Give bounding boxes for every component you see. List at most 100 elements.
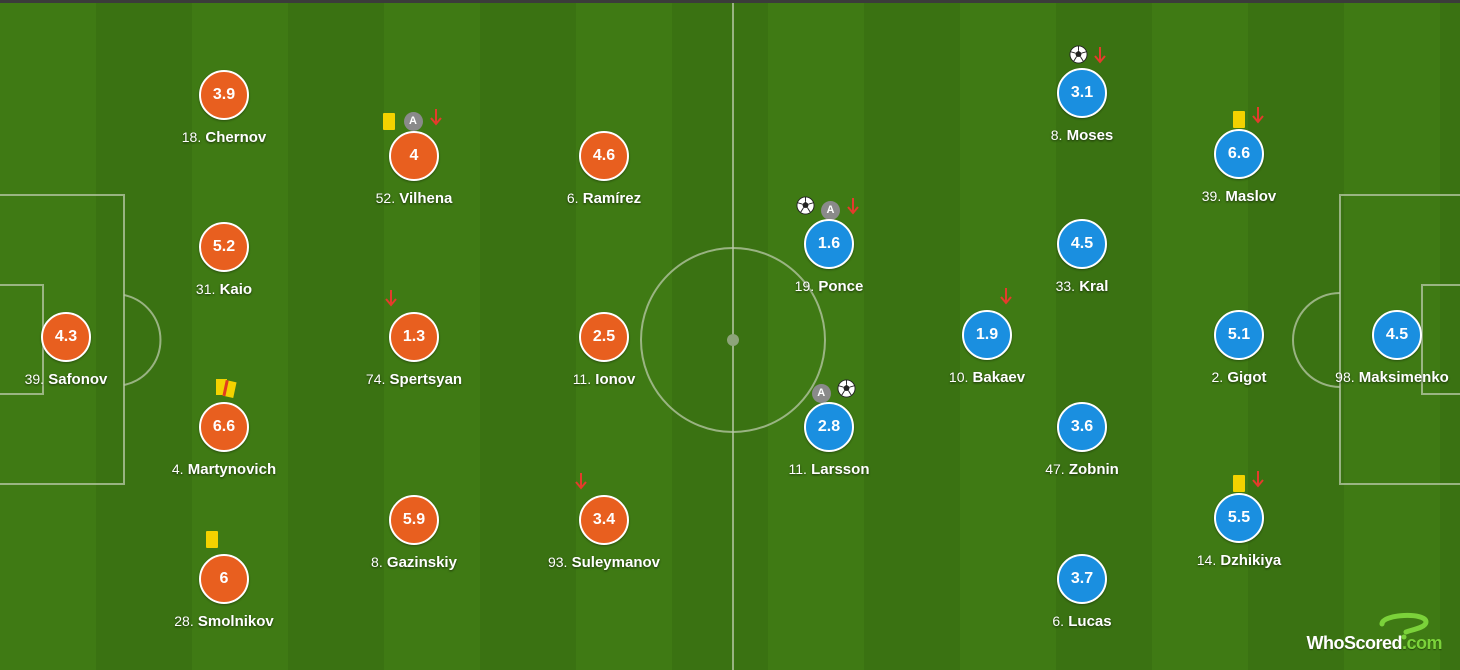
- rating-badge: 5.9: [389, 495, 439, 545]
- player-name-label: 98. Maksimenko: [1335, 369, 1449, 386]
- player-name-label: 52. Vilhena: [375, 190, 453, 207]
- goal-ball-icon: [796, 196, 815, 215]
- player-name-label: 11. Larsson: [788, 461, 870, 478]
- sub-off-arrow-icon: [1093, 47, 1106, 64]
- rating-badge: 1.6: [804, 219, 854, 269]
- event-icons: [1008, 45, 1168, 65]
- player-bakaev[interactable]: 1.9 10. Bakaev: [907, 288, 1067, 390]
- player-name-label: 31. Kaio: [195, 281, 253, 298]
- player-name-label: 74. Spertsyan: [365, 371, 463, 388]
- event-icons: A: [748, 196, 908, 221]
- player-name-label: 93. Suleymanov: [547, 554, 660, 571]
- rating-badge: 3.6: [1057, 402, 1107, 452]
- player-safonov[interactable]: 4.3 39. Safonov: [0, 312, 146, 392]
- player-martynovich[interactable]: 6.6 4. Martynovich: [144, 379, 304, 482]
- rating-badge: 2.8: [804, 402, 854, 452]
- rating-badge: 6.6: [199, 402, 249, 452]
- sub-off-arrow-icon: [1252, 107, 1264, 124]
- player-name-label: 6. Lucas: [1052, 613, 1112, 630]
- rating-badge: 3.9: [199, 70, 249, 120]
- player-kaio[interactable]: 5.2 31. Kaio: [144, 222, 304, 302]
- assist-icon: A: [403, 112, 423, 132]
- brand-wordmark: WhoScored.com: [1306, 633, 1442, 653]
- player-spertsyan[interactable]: 1.3 74. Spertsyan: [334, 290, 494, 392]
- player-gazinskiy[interactable]: 5.9 8. Gazinskiy: [334, 495, 494, 575]
- rating-badge: 4.5: [1057, 219, 1107, 269]
- sub-off-arrow-icon: [430, 109, 442, 126]
- player-ionov[interactable]: 2.5 11. Ionov: [524, 312, 684, 392]
- sub-off-arrow-icon: [1252, 471, 1264, 488]
- rating-badge: 5.5: [1214, 493, 1264, 543]
- player-maksimenko[interactable]: 4.5 98. Maksimenko: [1317, 310, 1460, 390]
- assist-icon: A: [821, 201, 840, 221]
- player-gigot[interactable]: 5.1 2. Gigot: [1159, 310, 1319, 390]
- event-icons: [1168, 106, 1328, 129]
- event-icons: [144, 379, 304, 399]
- event-icons: [311, 289, 471, 309]
- player-name-label: 47. Zobnin: [1045, 461, 1119, 478]
- sub-off-arrow-icon: [385, 290, 397, 307]
- rating-badge: 4.3: [41, 312, 91, 362]
- player-ponce[interactable]: A 1.6 19. Ponce: [749, 196, 909, 299]
- rating-badge: 6: [199, 554, 249, 604]
- player-name-label: 6. Ramírez: [566, 190, 642, 207]
- rating-badge: 1.9: [962, 310, 1012, 360]
- yellow-card-icon: [206, 531, 218, 549]
- player-name-label: 39. Safonov: [24, 371, 108, 388]
- rating-badge: 4.5: [1372, 310, 1422, 360]
- rating-badge: 3.4: [579, 495, 629, 545]
- player-zobnin[interactable]: 3.6 47. Zobnin: [1002, 402, 1162, 482]
- sub-off-arrow-icon: [575, 473, 587, 490]
- event-icons: [926, 287, 1086, 307]
- player-name-label: 4. Martynovich: [171, 461, 277, 478]
- player-moses[interactable]: 3.1 8. Moses: [1002, 45, 1162, 148]
- player-name-label: 11. Ionov: [572, 371, 636, 388]
- player-lucas[interactable]: 3.7 6. Lucas: [1002, 554, 1162, 634]
- player-kral[interactable]: 4.5 33. Kral: [1002, 219, 1162, 299]
- player-dzhikiya[interactable]: 5.5 14. Dzhikiya: [1159, 471, 1319, 573]
- whoscored-logo: WhoScored.com: [1282, 612, 1443, 658]
- player-name-label: 28. Smolnikov: [174, 613, 274, 630]
- sub-off-arrow-icon: [847, 198, 860, 215]
- yellow-card-icon: [383, 113, 396, 131]
- rating-badge: 5.2: [199, 222, 249, 272]
- yellow-card-icon: [1232, 475, 1245, 493]
- player-name-label: 18. Chernov: [181, 129, 267, 146]
- player-maslov[interactable]: 6.6 39. Maslov: [1159, 107, 1319, 209]
- event-icons: [132, 531, 292, 551]
- player-vilhena[interactable]: A 4 52. Vilhena: [334, 109, 494, 211]
- player-name-label: 2. Gigot: [1211, 369, 1267, 386]
- second-yellow-card-icon: [214, 379, 237, 398]
- rating-badge: 2.5: [579, 312, 629, 362]
- player-name-label: 39. Maslov: [1201, 188, 1277, 205]
- player-larsson[interactable]: A 2.8 11. Larsson: [749, 379, 909, 482]
- event-icons: A: [332, 108, 492, 132]
- goal-ball-icon: [1069, 45, 1088, 64]
- rating-badge: 6.6: [1214, 129, 1264, 179]
- player-ramirez[interactable]: 4.6 6. Ramírez: [524, 131, 684, 211]
- rating-badge: 1.3: [389, 312, 439, 362]
- assist-icon: A: [811, 384, 831, 404]
- rating-badge: 4.6: [579, 131, 629, 181]
- rating-badge: 3.7: [1057, 554, 1107, 604]
- rating-badge: 3.1: [1057, 68, 1107, 118]
- player-smolnikov[interactable]: 6 28. Smolnikov: [144, 531, 304, 634]
- whoscored-logo-icon: [1379, 612, 1429, 640]
- yellow-card-icon: [1232, 111, 1245, 129]
- player-name-label: 14. Dzhikiya: [1196, 552, 1282, 569]
- player-name-label: 10. Bakaev: [948, 369, 1026, 386]
- event-icons: [1168, 470, 1328, 493]
- event-icons: A: [753, 379, 913, 404]
- sub-off-arrow-icon: [1000, 288, 1012, 305]
- player-chernov[interactable]: 3.9 18. Chernov: [144, 70, 304, 150]
- goal-ball-icon: [837, 379, 856, 398]
- player-name-label: 8. Gazinskiy: [371, 554, 457, 571]
- player-suleymanov[interactable]: 3.4 93. Suleymanov: [524, 473, 684, 575]
- rating-badge: 5.1: [1214, 310, 1264, 360]
- rating-badge: 4: [389, 131, 439, 181]
- player-name-label: 33. Kral: [1055, 278, 1109, 295]
- player-name-label: 8. Moses: [1050, 127, 1114, 144]
- event-icons: [501, 472, 661, 492]
- pitch-markings: [0, 3, 1460, 670]
